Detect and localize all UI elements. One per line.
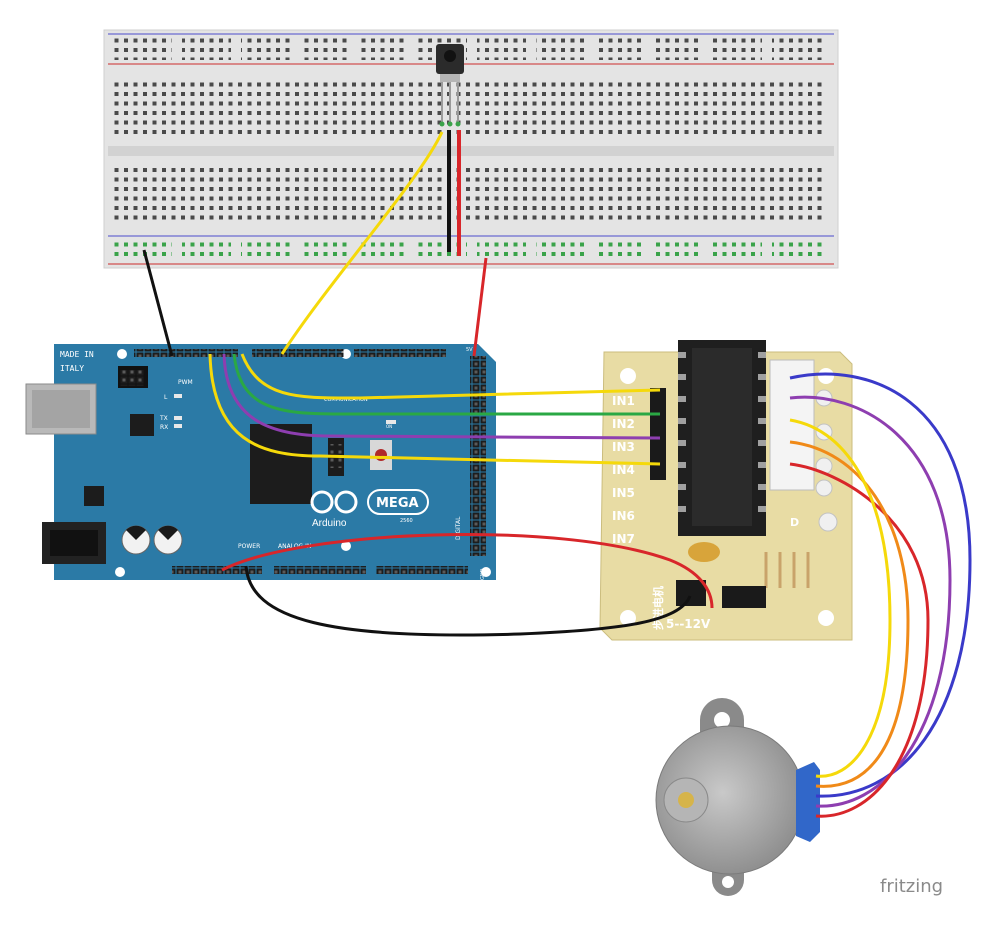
stepper-driver-board [599,340,853,641]
driver-in2-label: IN2 [612,417,635,431]
wire-power-black [244,565,692,637]
driver-in1-label: IN1 [612,394,635,408]
wire-in1-yellow [240,353,661,400]
driver-in6-label: IN6 [612,509,635,523]
breadboard [103,29,839,269]
led-l-label: L [164,394,168,401]
led-tx-label: TX [159,415,168,422]
driver-side-label: 步进电机 [651,586,665,630]
wire-in3-purple [222,353,661,440]
driver-in5-label: IN5 [612,486,635,500]
wire-power-red [221,533,714,609]
wire-motor-yellow [789,418,892,778]
wire-in4-yellow [208,353,661,466]
arduino-mega-board [25,344,496,580]
arduino-variant-label: 2560 [400,518,413,524]
stepper-motor [655,698,820,896]
wire-breadboard-5v-red [472,257,488,357]
wire-breadboard-gnd-black [142,249,174,357]
italy-label: ITALY [60,364,84,373]
ir-receiver [436,44,464,127]
wire-in2-green [232,353,660,416]
led-on-label: ON [386,424,392,429]
arduino-brand-label: Arduino [312,518,347,529]
analog-in-label: ANALOG IN [278,543,311,550]
gnd-pin-label: GND [480,568,486,580]
pwm-label: PWM [178,379,193,386]
driver-voltage-label: 5--12V [666,617,711,631]
fritzing-watermark: fritzing [880,876,943,897]
driver-in4-label: IN4 [612,463,635,477]
power-label: POWER [238,543,260,550]
driver-led-label: D [790,516,799,529]
digital-label: DIGITAL [455,516,462,540]
made-in-label: MADE IN [60,350,94,359]
led-rx-label: RX [160,424,168,431]
driver-in7-label: IN7 [612,532,635,546]
wire-motor-orange [789,440,910,788]
arduino-model-label: MEGA [376,496,419,511]
driver-in3-label: IN3 [612,440,635,454]
five-v-pin-label: 5V [466,347,473,353]
wire-motor-purple [789,395,952,808]
wire-ir-signal-yellow [280,131,444,355]
wire-motor-red [789,462,930,818]
communication-label: COMMUNICATION [324,397,368,403]
